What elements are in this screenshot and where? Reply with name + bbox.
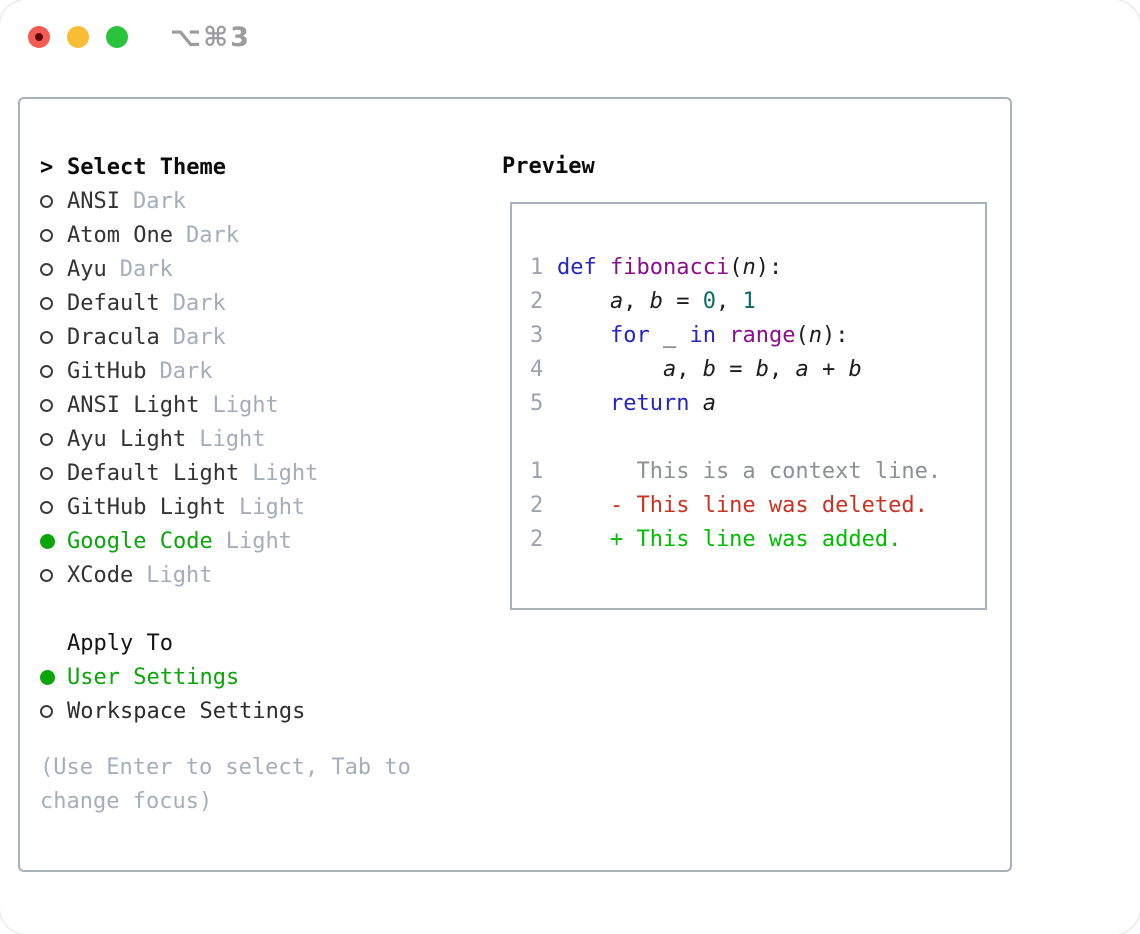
theme-option[interactable]: Ayu Dark bbox=[40, 252, 318, 286]
line-number: 3 bbox=[530, 323, 544, 348]
close-button[interactable] bbox=[28, 26, 50, 48]
theme-option-label: Atom One bbox=[67, 222, 173, 248]
theme-option-label: Dracula bbox=[67, 324, 160, 350]
minimize-button[interactable] bbox=[67, 26, 89, 48]
code-line: 2 + This line was added. bbox=[530, 523, 985, 557]
theme-option[interactable]: ANSI Dark bbox=[40, 184, 318, 218]
apply-option-label: User Settings bbox=[67, 664, 240, 690]
theme-option-label: Ayu bbox=[67, 256, 107, 282]
theme-option[interactable]: Ayu Light Light bbox=[40, 422, 318, 456]
radio-unselected-icon bbox=[40, 568, 67, 582]
apply-option[interactable]: User Settings bbox=[40, 660, 305, 694]
radio-unselected-icon bbox=[40, 398, 67, 412]
line-number: 2 bbox=[530, 493, 544, 518]
radio-unselected-icon bbox=[40, 330, 67, 344]
theme-option-label: XCode bbox=[67, 562, 134, 588]
theme-option-label: ANSI bbox=[67, 188, 120, 214]
theme-option-label: Ayu Light bbox=[67, 426, 187, 452]
help-text: (Use Enter to select, Tab to change focu… bbox=[40, 755, 411, 814]
line-number: 5 bbox=[530, 391, 544, 416]
apply-to-title: Apply To bbox=[67, 630, 173, 656]
radio-unselected-icon bbox=[40, 364, 67, 378]
theme-variant-label: Dark bbox=[172, 290, 226, 316]
radio-selected-icon bbox=[40, 669, 67, 685]
line-number: 2 bbox=[530, 527, 544, 552]
radio-selected-icon bbox=[40, 533, 67, 549]
window-shortcut-label: ⌥⌘3 bbox=[170, 22, 251, 53]
code-line bbox=[530, 421, 985, 455]
code-line: 4 a, b = b, a + b bbox=[530, 353, 985, 387]
theme-variant-label: Dark bbox=[172, 324, 226, 350]
radio-unselected-icon bbox=[40, 194, 67, 208]
theme-option-label: GitHub bbox=[67, 358, 147, 384]
radio-unselected-icon bbox=[40, 296, 67, 310]
theme-option[interactable]: Default Dark bbox=[40, 286, 318, 320]
theme-option[interactable]: Google Code Light bbox=[40, 524, 318, 558]
theme-option[interactable]: Default Light Light bbox=[40, 456, 318, 490]
zoom-button[interactable] bbox=[106, 26, 128, 48]
theme-variant-label: Light bbox=[212, 392, 279, 418]
theme-variant-label: Light bbox=[146, 562, 213, 588]
radio-unselected-icon bbox=[40, 228, 67, 242]
code-line: 2 - This line was deleted. bbox=[530, 489, 985, 523]
code-line: 3 for _ in range(n): bbox=[530, 319, 985, 353]
theme-variant-label: Light bbox=[225, 528, 292, 554]
theme-option-label: GitHub Light bbox=[67, 494, 226, 520]
code-line: 5 return a bbox=[530, 387, 985, 421]
theme-option-label: ANSI Light bbox=[67, 392, 200, 418]
theme-option-label: Google Code bbox=[67, 528, 213, 554]
line-number: 4 bbox=[530, 357, 544, 382]
theme-variant-label: Light bbox=[238, 494, 306, 520]
theme-variant-label: Dark bbox=[119, 256, 173, 282]
apply-option-label: Workspace Settings bbox=[67, 698, 306, 724]
code-line: 2 a, b = 0, 1 bbox=[530, 285, 985, 319]
theme-option[interactable]: XCode Light bbox=[40, 558, 318, 592]
line-number: 1 bbox=[530, 255, 544, 280]
theme-variant-label: Dark bbox=[159, 358, 213, 384]
theme-option[interactable]: ANSI Light Light bbox=[40, 388, 318, 422]
cursor-icon: > bbox=[40, 154, 54, 180]
theme-variant-label: Light bbox=[252, 460, 319, 486]
radio-unselected-icon bbox=[40, 704, 67, 718]
line-number: 1 bbox=[530, 459, 544, 484]
theme-list-title: Select Theme bbox=[67, 154, 226, 180]
radio-unselected-icon bbox=[40, 262, 67, 276]
theme-option-label: Default bbox=[67, 290, 160, 316]
radio-unselected-icon bbox=[40, 500, 67, 514]
line-number: 2 bbox=[530, 289, 544, 314]
code-line: 1 This is a context line. bbox=[530, 455, 985, 489]
theme-option[interactable]: GitHub Light Light bbox=[40, 490, 318, 524]
radio-unselected-icon bbox=[40, 432, 67, 446]
theme-list-header: > Select Theme bbox=[40, 150, 318, 184]
theme-variant-label: Dark bbox=[132, 188, 186, 214]
preview-title: Preview bbox=[502, 154, 595, 179]
theme-option[interactable]: Atom One Dark bbox=[40, 218, 318, 252]
theme-option[interactable]: GitHub Dark bbox=[40, 354, 318, 388]
radio-unselected-icon bbox=[40, 466, 67, 480]
apply-option[interactable]: Workspace Settings bbox=[40, 694, 305, 728]
traffic-lights bbox=[28, 26, 128, 48]
theme-option-label: Default Light bbox=[67, 460, 240, 486]
theme-variant-label: Light bbox=[199, 426, 266, 452]
theme-option[interactable]: Dracula Dark bbox=[40, 320, 318, 354]
theme-variant-label: Dark bbox=[185, 222, 239, 248]
title-bar: ⌥⌘3 bbox=[0, 0, 1140, 78]
